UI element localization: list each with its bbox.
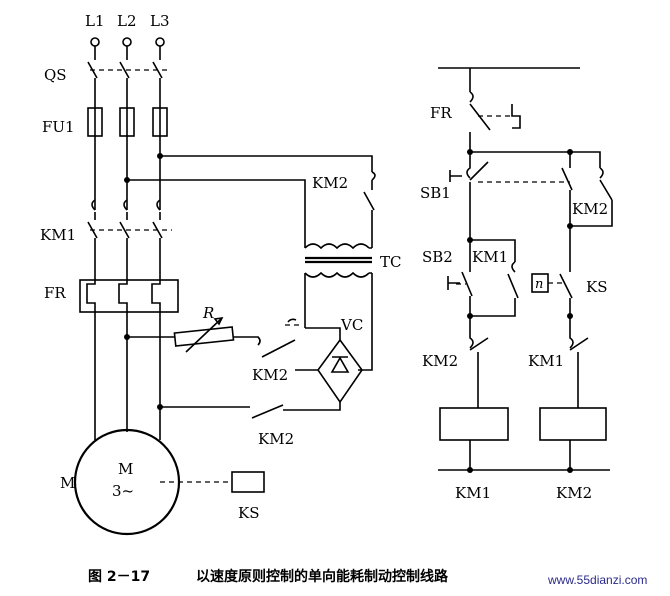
fr-element-3 xyxy=(151,268,161,312)
watermark: www.55dianzi.com xyxy=(547,573,647,587)
motor-phase: 3~ xyxy=(112,482,134,500)
sb2-no xyxy=(461,240,473,316)
sb1-nc xyxy=(466,152,489,200)
tc-feed-left xyxy=(127,179,306,248)
diode-symbol xyxy=(330,356,350,373)
tc-secondary xyxy=(304,271,372,278)
label-VC: VC xyxy=(340,316,363,334)
label-SB1: SB1 xyxy=(420,184,451,202)
fr-element-2 xyxy=(118,268,128,312)
km2-contact-top xyxy=(363,180,375,248)
label-KM2-bot: KM2 xyxy=(258,430,294,448)
fr-element-1 xyxy=(86,268,96,312)
terminal-L1 xyxy=(90,37,100,47)
sb1-no xyxy=(561,152,573,226)
label-KM1-interlock: KM1 xyxy=(528,352,564,370)
km2-interlock xyxy=(469,316,489,408)
fr-nc-symbol xyxy=(511,104,521,129)
fr-nc-contact xyxy=(469,91,491,152)
fr-relay-box xyxy=(79,279,179,313)
km2-contact-mid xyxy=(261,339,296,358)
label-FR-main: FR xyxy=(44,284,66,302)
figure-title: 以速度原则控制的单向能耗制动控制线路 xyxy=(196,568,449,585)
label-L1: L1 xyxy=(85,12,105,30)
km1-contact-1 xyxy=(87,212,98,268)
label-coil-KM2: KM2 xyxy=(556,484,592,502)
km1-interlock xyxy=(569,316,589,408)
label-L2: L2 xyxy=(117,12,137,30)
label-KS-motor: KS xyxy=(238,504,259,522)
speed-relay-KS xyxy=(231,471,265,493)
resistor-arrow xyxy=(185,317,223,353)
terminal-L2 xyxy=(122,37,132,47)
label-KS-ctrl: KS xyxy=(586,278,607,296)
rectifier-bridge-VC xyxy=(317,338,363,404)
label-SB2: SB2 xyxy=(422,248,453,266)
label-KM2-top: KM2 xyxy=(312,174,348,192)
label-L3: L3 xyxy=(150,12,170,30)
label-KM1-main: KM1 xyxy=(40,226,76,244)
n-symbol: n xyxy=(535,277,543,292)
qs-switch-2 xyxy=(119,46,130,100)
label-KM1-hold: KM1 xyxy=(472,248,508,266)
label-TC: TC xyxy=(380,253,401,271)
km2-holding-contact xyxy=(570,151,613,227)
terminal-L3 xyxy=(155,37,165,47)
qs-switch-1 xyxy=(87,46,98,100)
resistor-R xyxy=(173,326,235,347)
figure-number: 图 2－17 xyxy=(88,569,150,585)
coil-KM1 xyxy=(439,407,509,441)
main-circuit: L1 L2 L3 QS FU1 KM1 FR xyxy=(40,12,376,536)
label-QS: QS xyxy=(44,66,67,84)
tc-primary xyxy=(304,243,372,250)
km1-contact-3 xyxy=(152,212,163,268)
km1-holding-contact xyxy=(470,261,519,317)
tc-feed-top xyxy=(160,155,373,172)
km1-contact-2 xyxy=(119,212,130,268)
motor-label: M xyxy=(118,460,133,478)
label-R: R xyxy=(202,304,214,322)
qs-switch-3 xyxy=(152,46,163,100)
dc-supply: KM2 TC VC KM2 KM2 xyxy=(160,174,401,448)
label-KM2-hold: KM2 xyxy=(572,200,608,218)
ks-contact xyxy=(559,226,573,316)
label-FU1: FU1 xyxy=(42,118,75,136)
label-KM2-mid: KM2 xyxy=(252,366,288,384)
coil-KM2 xyxy=(539,407,607,441)
label-KM2-interlock: KM2 xyxy=(422,352,458,370)
control-circuit: FR SB1 KM2 SB2 KM1 n KS xyxy=(420,67,613,502)
label-FR-ctrl: FR xyxy=(430,104,452,122)
label-coil-KM1: KM1 xyxy=(455,484,491,502)
label-M-side: M xyxy=(60,474,75,492)
km2-contact-bottom xyxy=(160,404,284,419)
